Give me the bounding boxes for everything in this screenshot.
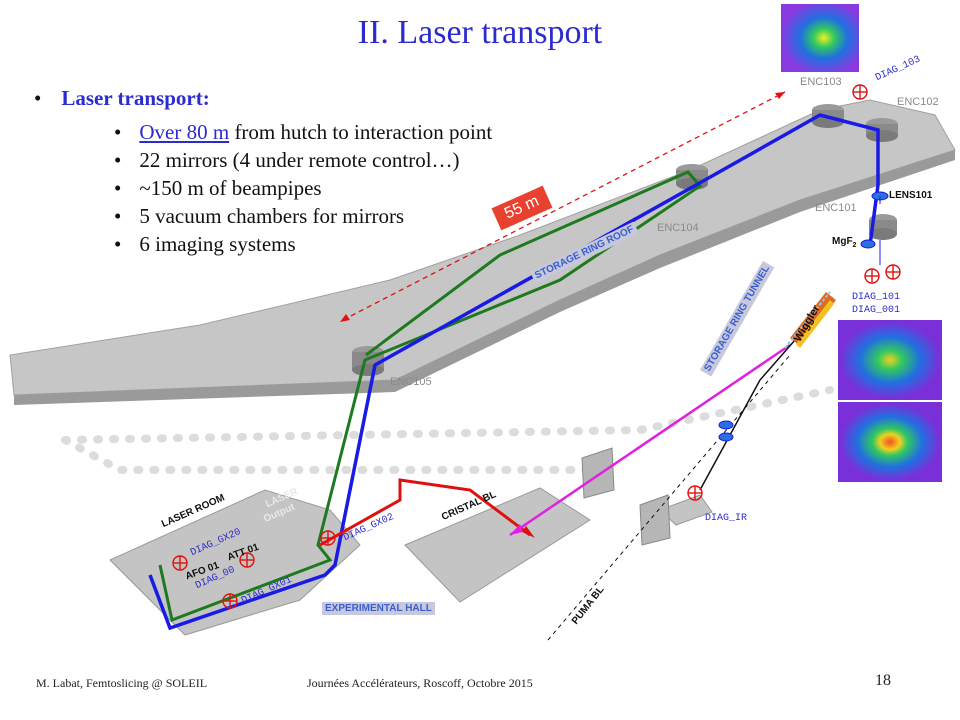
lens101-label: LENS101 bbox=[889, 190, 933, 201]
mirror-2 bbox=[718, 432, 734, 442]
green-beam-path bbox=[158, 170, 703, 623]
enc101-label: ENC101 bbox=[815, 202, 857, 214]
beam-image-bottom bbox=[838, 402, 942, 482]
magenta-beam-path bbox=[509, 343, 791, 537]
distance-arrow-head-bottom bbox=[340, 314, 350, 322]
red-beam-path bbox=[319, 478, 531, 547]
crosshair-diag-gx02 bbox=[320, 530, 336, 546]
bullet-item: •Over 80 m from hutch to interaction poi… bbox=[114, 120, 493, 144]
ground-outline bbox=[61, 386, 834, 474]
crosshair-diag-101b bbox=[885, 264, 901, 280]
over-80m-link[interactable]: Over 80 m bbox=[139, 120, 230, 144]
panel-1 bbox=[581, 447, 615, 499]
laser-room-floor bbox=[109, 489, 361, 636]
crosshair-diag-00 bbox=[239, 552, 255, 568]
wiggler-device bbox=[784, 291, 836, 349]
diag-ir-label: DIAG_IR bbox=[705, 513, 748, 524]
beam-image-middle bbox=[838, 320, 942, 400]
distance-arrow-head-top bbox=[775, 92, 785, 99]
mgf-label: MgF2 bbox=[832, 236, 857, 249]
beam-image-top bbox=[781, 4, 859, 72]
enc102-cylinder bbox=[866, 118, 898, 142]
bullet-heading: •Laser transport: bbox=[34, 86, 210, 110]
enc101-cylinder bbox=[869, 214, 897, 240]
mirror-1 bbox=[718, 420, 734, 430]
crosshair-diag-gx01 bbox=[222, 593, 238, 609]
slide-title: II. Laser transport bbox=[357, 14, 603, 51]
enc102-label: ENC102 bbox=[897, 96, 939, 108]
red-arrow-head bbox=[522, 526, 535, 538]
enc103-label: ENC103 bbox=[800, 76, 842, 88]
experimental-hall-label: EXPERIMENTAL HALL bbox=[322, 602, 435, 615]
crosshair-diag-ir bbox=[687, 485, 703, 501]
diag-ir-platform bbox=[659, 494, 713, 526]
panel-2 bbox=[639, 494, 671, 546]
distance-arrow bbox=[342, 91, 786, 321]
enc105-label: ENC105 bbox=[390, 376, 432, 388]
cristal-floor bbox=[404, 487, 591, 603]
crosshair-diag-gx20 bbox=[172, 555, 188, 571]
crosshair-diag-103 bbox=[852, 84, 868, 100]
page-number: 18 bbox=[875, 672, 891, 689]
diag-ir-line bbox=[699, 339, 796, 491]
bullet-item: •22 mirrors (4 under remote control…) bbox=[114, 148, 460, 172]
crosshair-diag-101a bbox=[864, 268, 880, 284]
diag101-label: DIAG_101 bbox=[852, 292, 901, 303]
bullet-item: •~150 m of beampipes bbox=[114, 176, 322, 200]
enc104-label: ENC104 bbox=[657, 222, 699, 234]
mirror-mgf bbox=[860, 239, 876, 249]
footer-author: M. Labat, Femtoslicing @ SOLEIL bbox=[36, 676, 208, 690]
diag001-label: DIAG_001 bbox=[852, 305, 901, 316]
magenta-arrow-head bbox=[510, 524, 523, 535]
puma-line bbox=[547, 354, 791, 641]
bullet-item: •6 imaging systems bbox=[114, 232, 296, 256]
bullet-item: •5 vacuum chambers for mirrors bbox=[114, 204, 405, 228]
footer-event: Journées Accélérateurs, Roscoff, Octobre… bbox=[307, 676, 533, 690]
